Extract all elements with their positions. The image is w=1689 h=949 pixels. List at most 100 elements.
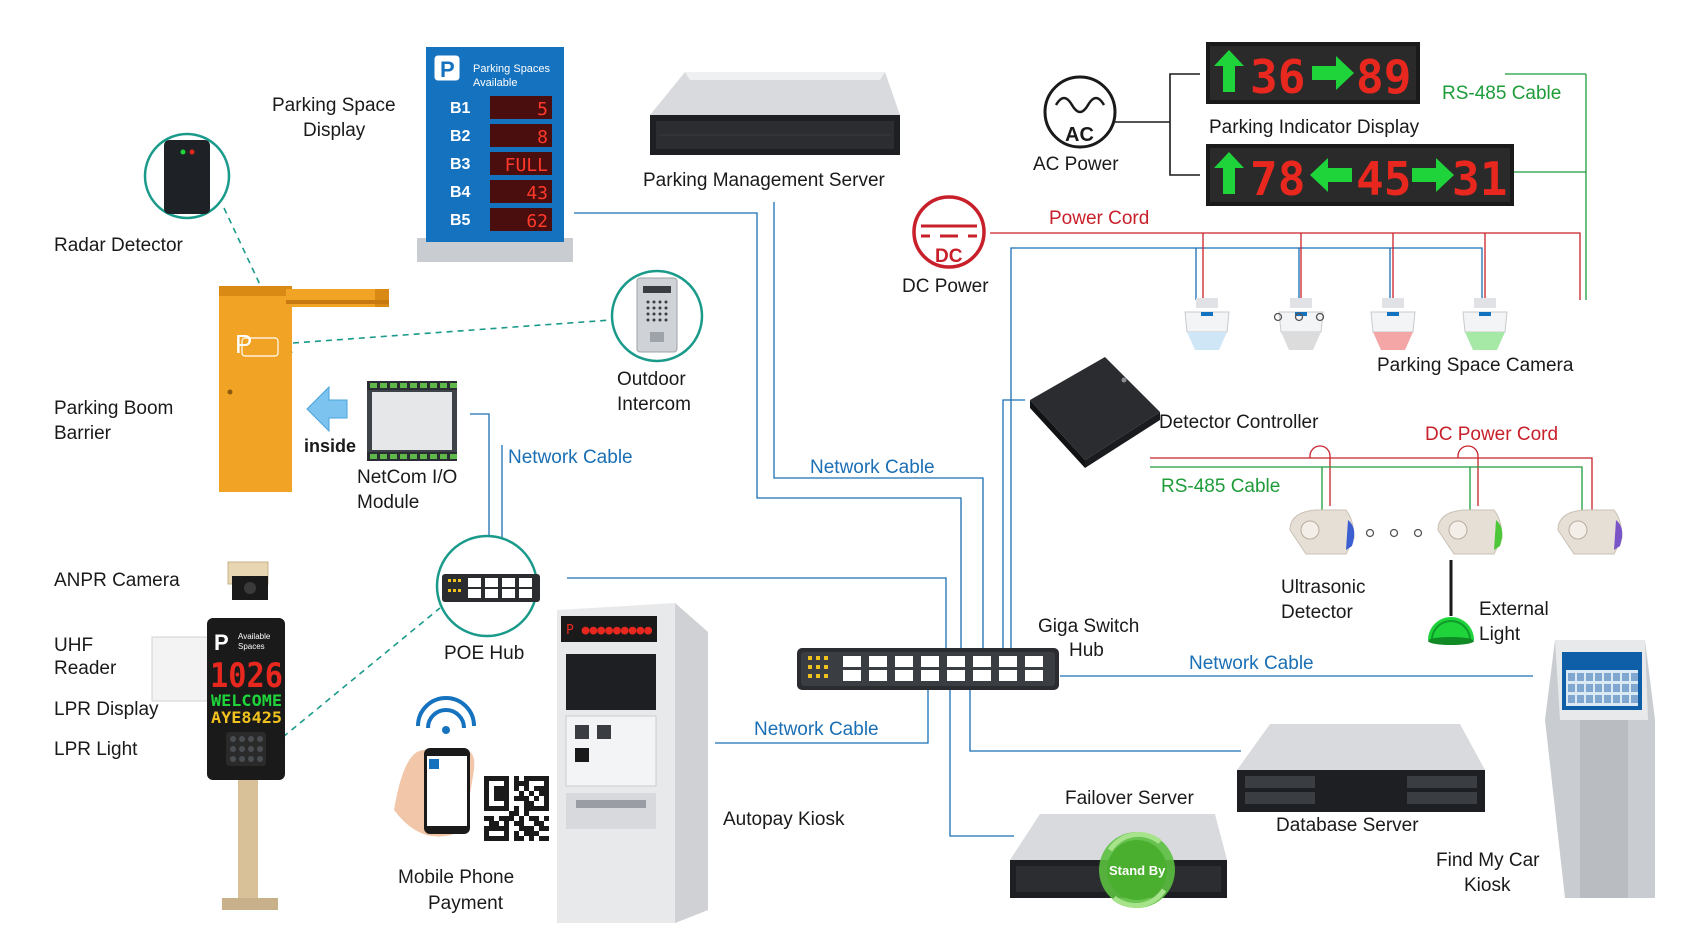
qr-module [514, 811, 519, 816]
label-external-light-2: Light [1479, 624, 1521, 645]
label-mobile-payment-2: Payment [428, 893, 504, 914]
switch-led [824, 674, 828, 678]
find-my-car-kiosk [1545, 640, 1655, 898]
qr-module [489, 821, 494, 826]
label-poe-hub: POE Hub [444, 643, 524, 664]
label-rs485-cable-mid: RS-485 Cable [1161, 476, 1280, 497]
qr-module [529, 816, 534, 821]
qr-module [484, 836, 489, 841]
ultrasonic-detector-unit [1557, 509, 1623, 555]
label-find-my-car-1: Find My Car [1436, 850, 1540, 871]
lpr-light-led [230, 746, 236, 752]
qr-module [534, 816, 539, 821]
display-p-letter: P [440, 57, 455, 82]
switch-port [895, 656, 913, 667]
intercom-speaker-dot [646, 300, 650, 304]
anpr-camera [227, 561, 269, 600]
qr-module [544, 801, 549, 806]
netcom-terminal [380, 383, 387, 388]
indicator-display-1: 36 89 [1206, 42, 1420, 104]
lpr-light-led [257, 736, 263, 742]
switch-led [824, 656, 828, 660]
display-row-level: B4 [450, 184, 471, 201]
lpr-light-led [239, 746, 245, 752]
intercom-speaker-dot [658, 312, 662, 316]
indicator2-seg1: 78 [1250, 152, 1305, 206]
display-row-level: B3 [450, 156, 471, 173]
qr-module [544, 836, 549, 841]
display-header-line1: Parking Spaces [473, 63, 551, 75]
display-row-panel [490, 96, 552, 119]
switch-port [843, 670, 861, 681]
poe-led [448, 589, 451, 592]
intercom-speaker-dot [646, 306, 650, 310]
giga-switch-hub [797, 648, 1059, 690]
qr-module [504, 791, 509, 796]
qr-module [484, 806, 489, 811]
netcom-terminal [410, 454, 417, 459]
label-network-cable-1: Network Cable [508, 447, 633, 468]
lpr-light-led [248, 756, 254, 762]
qr-module [529, 806, 534, 811]
switch-port [999, 656, 1017, 667]
qr-module [484, 796, 489, 801]
lpr-header-1: Available [238, 632, 271, 641]
label-parking-space-display-1: Parking Space [272, 95, 396, 116]
power-cords [990, 232, 1593, 510]
qr-module [499, 836, 504, 841]
qr-module [544, 786, 549, 791]
lpr-light-led [257, 756, 263, 762]
label-radar-detector: Radar Detector [54, 235, 184, 256]
netcom-terminal [400, 454, 407, 459]
netcom-terminal [450, 383, 457, 388]
qr-module [524, 826, 529, 831]
switch-led [824, 665, 828, 669]
qr-module [484, 816, 489, 821]
lpr-light-led [239, 736, 245, 742]
intercom-speaker-dot [664, 300, 668, 304]
lpr-light-led [257, 746, 263, 752]
qr-module [539, 776, 544, 781]
kiosk-key [1604, 684, 1611, 692]
qr-module [514, 776, 519, 781]
qr-module [494, 796, 499, 801]
label-detector-controller: Detector Controller [1159, 412, 1319, 433]
qr-module [514, 786, 519, 791]
database-server [1237, 724, 1485, 812]
switch-led [808, 656, 812, 660]
display-row-panel [490, 208, 552, 231]
qr-module [529, 776, 534, 781]
qr-module [494, 836, 499, 841]
poe-port [468, 589, 481, 598]
qr-module [504, 806, 509, 811]
parking-management-server [650, 72, 900, 155]
qr-module [539, 821, 544, 826]
label-mobile-payment-1: Mobile Phone [398, 867, 514, 888]
kiosk-key [1586, 695, 1593, 703]
qr-module [539, 806, 544, 811]
intercom-speaker-dot [658, 300, 662, 304]
qr-module [539, 836, 544, 841]
label-power-cord: Power Cord [1049, 208, 1149, 229]
kiosk-key [1595, 695, 1602, 703]
ac-power-symbol: AC [1043, 75, 1117, 149]
label-outdoor-intercom-1: Outdoor [617, 369, 686, 390]
qr-module [494, 791, 499, 796]
qr-module [534, 796, 539, 801]
poe-port [485, 589, 498, 598]
netcom-terminal [420, 383, 427, 388]
qr-module [524, 811, 529, 816]
lpr-light-led [230, 736, 236, 742]
display-row-level: B1 [450, 100, 471, 117]
ac-lines [1114, 73, 1200, 176]
label-anpr-camera: ANPR Camera [54, 570, 180, 591]
qr-module [519, 836, 524, 841]
qr-module [544, 781, 549, 786]
qr-module [499, 786, 504, 791]
lpr-plate: AYE8425 [211, 708, 282, 727]
inside-arrow [306, 385, 348, 433]
poe-led [453, 589, 456, 592]
label-giga-switch-2: Hub [1069, 640, 1104, 661]
display-row-value: 8 [537, 127, 548, 148]
display-row-value: 43 [526, 183, 548, 204]
